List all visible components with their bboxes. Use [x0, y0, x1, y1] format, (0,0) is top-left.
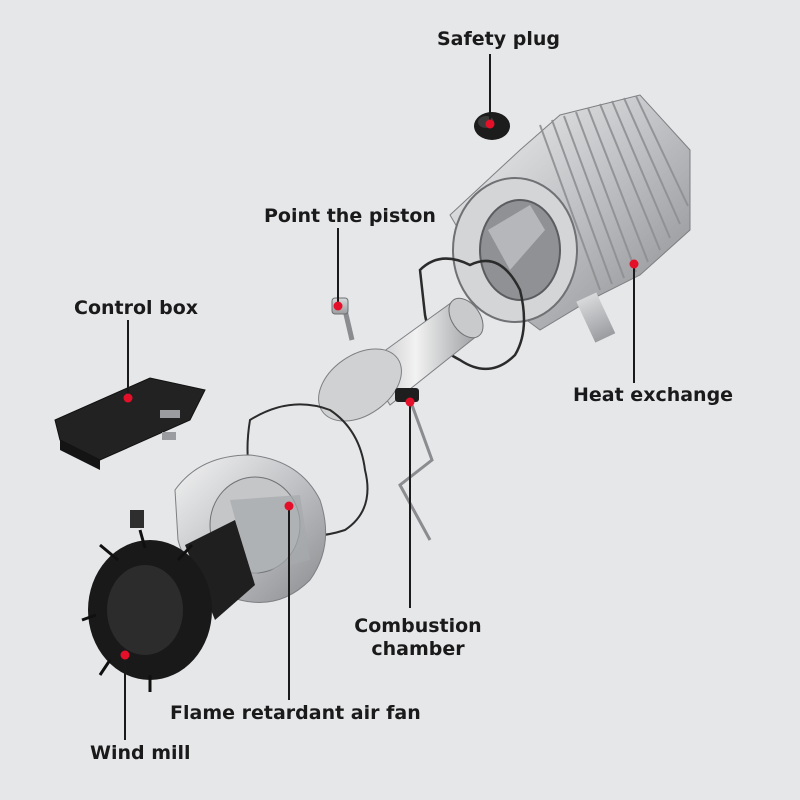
- callout-dot-wind-mill: [120, 650, 130, 660]
- callout-dot-combustion: [405, 397, 415, 407]
- control-box-shape: [54, 377, 206, 470]
- label-point-the-piston: Point the piston: [264, 205, 436, 227]
- wind-mill-impeller-shape: [81, 510, 255, 692]
- callout-dot-heat-exchange: [629, 259, 639, 269]
- label-safety-plug: Safety plug: [437, 28, 560, 50]
- label-wind-mill: Wind mill: [90, 742, 191, 764]
- label-combustion-line1: Combustion: [354, 615, 482, 637]
- label-heat-exchange: Heat exchange: [573, 384, 734, 406]
- callout-dot-piston: [333, 301, 343, 311]
- heat-exchanger-shape: [449, 94, 691, 343]
- gasket-ring: [418, 257, 526, 371]
- callout-dot-control-box: [123, 393, 133, 403]
- callout-dot-air-fan: [284, 501, 294, 511]
- label-control-box: Control box: [74, 297, 199, 319]
- callout-dots: [120, 119, 639, 660]
- label-combustion-chamber: Combustion chamber: [348, 615, 488, 661]
- label-combustion-line2: chamber: [371, 638, 465, 660]
- label-flame-retardant-air-fan: Flame retardant air fan: [170, 702, 421, 724]
- leader-lines: [124, 54, 635, 740]
- callout-dot-safety-plug: [485, 119, 495, 129]
- combustion-chamber-shape: [318, 297, 484, 541]
